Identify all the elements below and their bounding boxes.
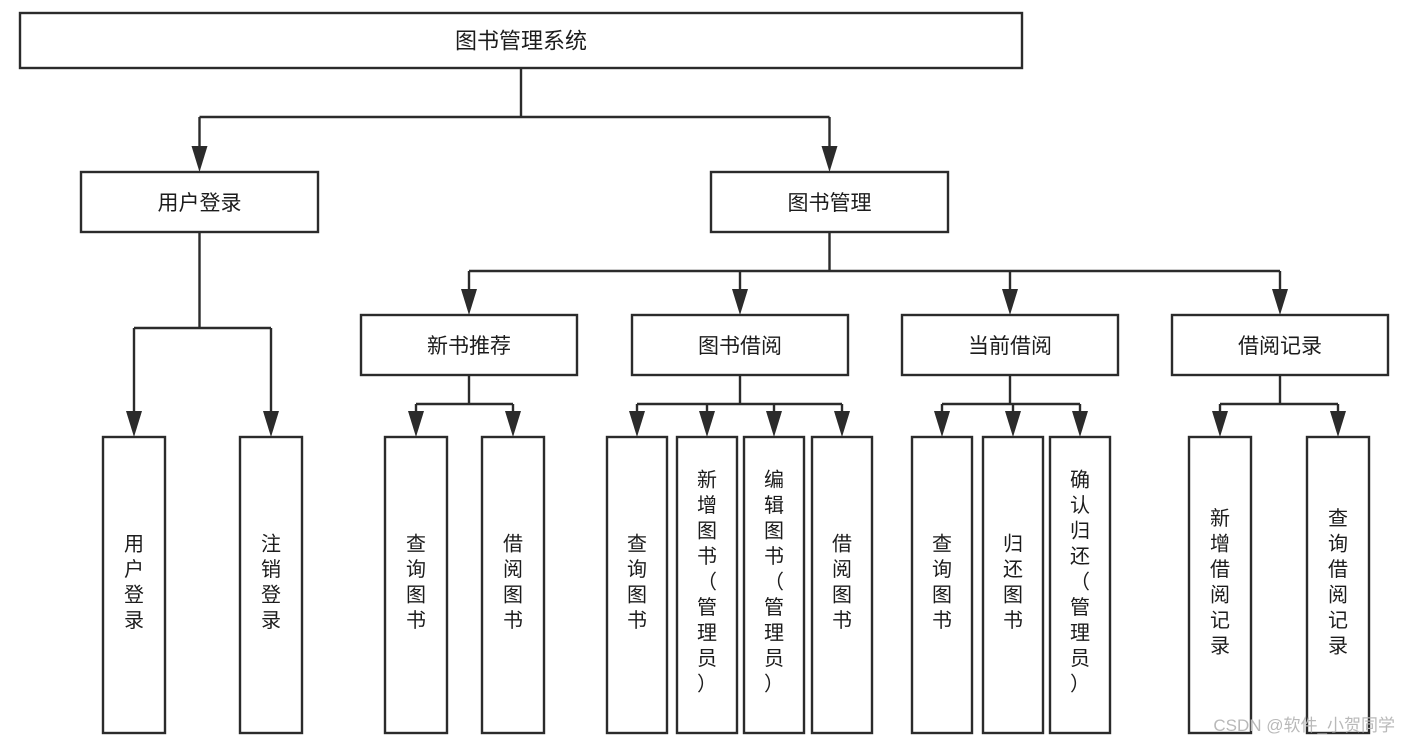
node-leaf-add-record[interactable]: 新增借阅记录 <box>1187 435 1253 735</box>
node-leaf-query-book-1[interactable]: 查询图书 <box>383 435 449 735</box>
node-leaf-logout[interactable]: 注销登录 <box>238 435 304 735</box>
arrow-head-icon <box>1002 289 1018 315</box>
arrow-head-icon <box>1005 411 1021 437</box>
node-leaf-add-book[interactable]: 新增图书（管理员） <box>675 435 739 735</box>
connector-group-current-borrow <box>940 375 1082 411</box>
node-book-management[interactable]: 图书管理 <box>709 170 950 234</box>
node-box[interactable] <box>18 11 1024 70</box>
node-box[interactable] <box>101 435 167 735</box>
node-current-borrow[interactable]: 当前借阅 <box>900 313 1120 377</box>
root-node-label: 图书管理系统 <box>455 29 587 54</box>
leaf-node-label: 归还图书 <box>1003 532 1023 632</box>
leaf-node-label: 借阅图书 <box>503 532 523 632</box>
node-box[interactable] <box>981 435 1045 735</box>
node-box[interactable] <box>1187 435 1253 735</box>
node-leaf-confirm-return[interactable]: 确认归还（管理员） <box>1048 435 1112 735</box>
leaf-node-label: 编辑图书（管理员） <box>764 469 784 696</box>
node-leaf-edit-book[interactable]: 编辑图书（管理员） <box>742 435 806 735</box>
node-box[interactable] <box>1170 313 1390 377</box>
leaf-node-label: 查询图书 <box>932 532 952 632</box>
leaf-node-label: 注销登录 <box>261 532 281 632</box>
level2-node-label: 图书管理 <box>788 192 872 215</box>
level2-node-label: 用户登录 <box>158 192 242 215</box>
node-leaf-query-record[interactable]: 查询借阅记录 <box>1305 435 1371 735</box>
arrow-head-icon <box>766 411 782 437</box>
node-leaf-user-login[interactable]: 用户登录 <box>101 435 167 735</box>
leaf-node-label: 查询图书 <box>627 532 647 632</box>
node-box[interactable] <box>359 313 579 377</box>
node-box[interactable] <box>630 313 850 377</box>
node-box[interactable] <box>1048 435 1112 735</box>
node-new-book-recommend[interactable]: 新书推荐 <box>359 313 579 377</box>
level3-node-label: 图书借阅 <box>698 335 782 358</box>
node-borrow-record[interactable]: 借阅记录 <box>1170 313 1390 377</box>
leaf-node-label: 用户登录 <box>124 533 144 632</box>
level3-node-label: 借阅记录 <box>1238 335 1322 358</box>
node-box[interactable] <box>1305 435 1371 735</box>
node-leaf-query-book-3[interactable]: 查询图书 <box>910 435 974 735</box>
arrow-head-icon <box>1330 411 1346 437</box>
node-box[interactable] <box>709 170 950 234</box>
arrow-head-icon <box>1272 289 1288 315</box>
connector-layer <box>126 68 1346 437</box>
node-book-borrow[interactable]: 图书借阅 <box>630 313 850 377</box>
node-leaf-query-book-2[interactable]: 查询图书 <box>605 435 669 735</box>
node-box[interactable] <box>742 435 806 735</box>
level3-node-label: 新书推荐 <box>427 335 511 358</box>
level3-node-label: 当前借阅 <box>968 335 1052 358</box>
leaf-node-label: 新增图书（管理员） <box>697 469 717 696</box>
connector-group-user-login <box>132 232 273 411</box>
arrow-head-icon <box>191 146 208 172</box>
node-box[interactable] <box>810 435 874 735</box>
node-box[interactable] <box>900 313 1120 377</box>
arrow-head-icon <box>699 411 715 437</box>
node-leaf-borrow-book-2[interactable]: 借阅图书 <box>810 435 874 735</box>
arrow-head-icon <box>821 146 838 172</box>
node-box[interactable] <box>238 435 304 735</box>
arrow-head-icon <box>126 411 142 437</box>
arrow-head-icon <box>408 411 424 437</box>
node-root[interactable]: 图书管理系统 <box>18 11 1024 70</box>
csdn-watermark: CSDN @软件_小贺同学 <box>1213 716 1395 735</box>
leaf-node-label: 确认归还（管理员） <box>1070 469 1090 696</box>
connector-group-book-management <box>467 232 1282 289</box>
node-leaf-return-book[interactable]: 归还图书 <box>981 435 1045 735</box>
connector-group-new-book-recommend <box>414 375 515 411</box>
arrow-head-icon <box>629 411 645 437</box>
node-box[interactable] <box>605 435 669 735</box>
node-box[interactable] <box>383 435 449 735</box>
leaf-node-label: 查询借阅记录 <box>1328 507 1348 658</box>
arrow-head-icon <box>934 411 950 437</box>
arrow-head-icon <box>505 411 521 437</box>
arrow-head-icon <box>732 289 748 315</box>
node-leaf-borrow-book-1[interactable]: 借阅图书 <box>480 435 546 735</box>
arrow-head-icon <box>461 289 477 315</box>
connector-group-root <box>198 68 831 146</box>
connector-group-borrow-record <box>1218 375 1340 411</box>
arrow-head-icon <box>1072 411 1088 437</box>
leaf-node-label: 新增借阅记录 <box>1210 507 1230 658</box>
arrow-head-icon <box>263 411 279 437</box>
node-box[interactable] <box>675 435 739 735</box>
node-layer: 图书管理系统用户登录图书管理新书推荐图书借阅当前借阅借阅记录用户登录注销登录查询… <box>18 11 1390 735</box>
node-user-login[interactable]: 用户登录 <box>79 170 320 234</box>
arrow-head-icon <box>1212 411 1228 437</box>
leaf-node-label: 借阅图书 <box>832 532 852 632</box>
node-box[interactable] <box>480 435 546 735</box>
leaf-node-label: 查询图书 <box>406 532 426 632</box>
arrow-head-icon <box>834 411 850 437</box>
node-box[interactable] <box>79 170 320 234</box>
connector-group-book-borrow <box>635 375 844 411</box>
node-box[interactable] <box>910 435 974 735</box>
